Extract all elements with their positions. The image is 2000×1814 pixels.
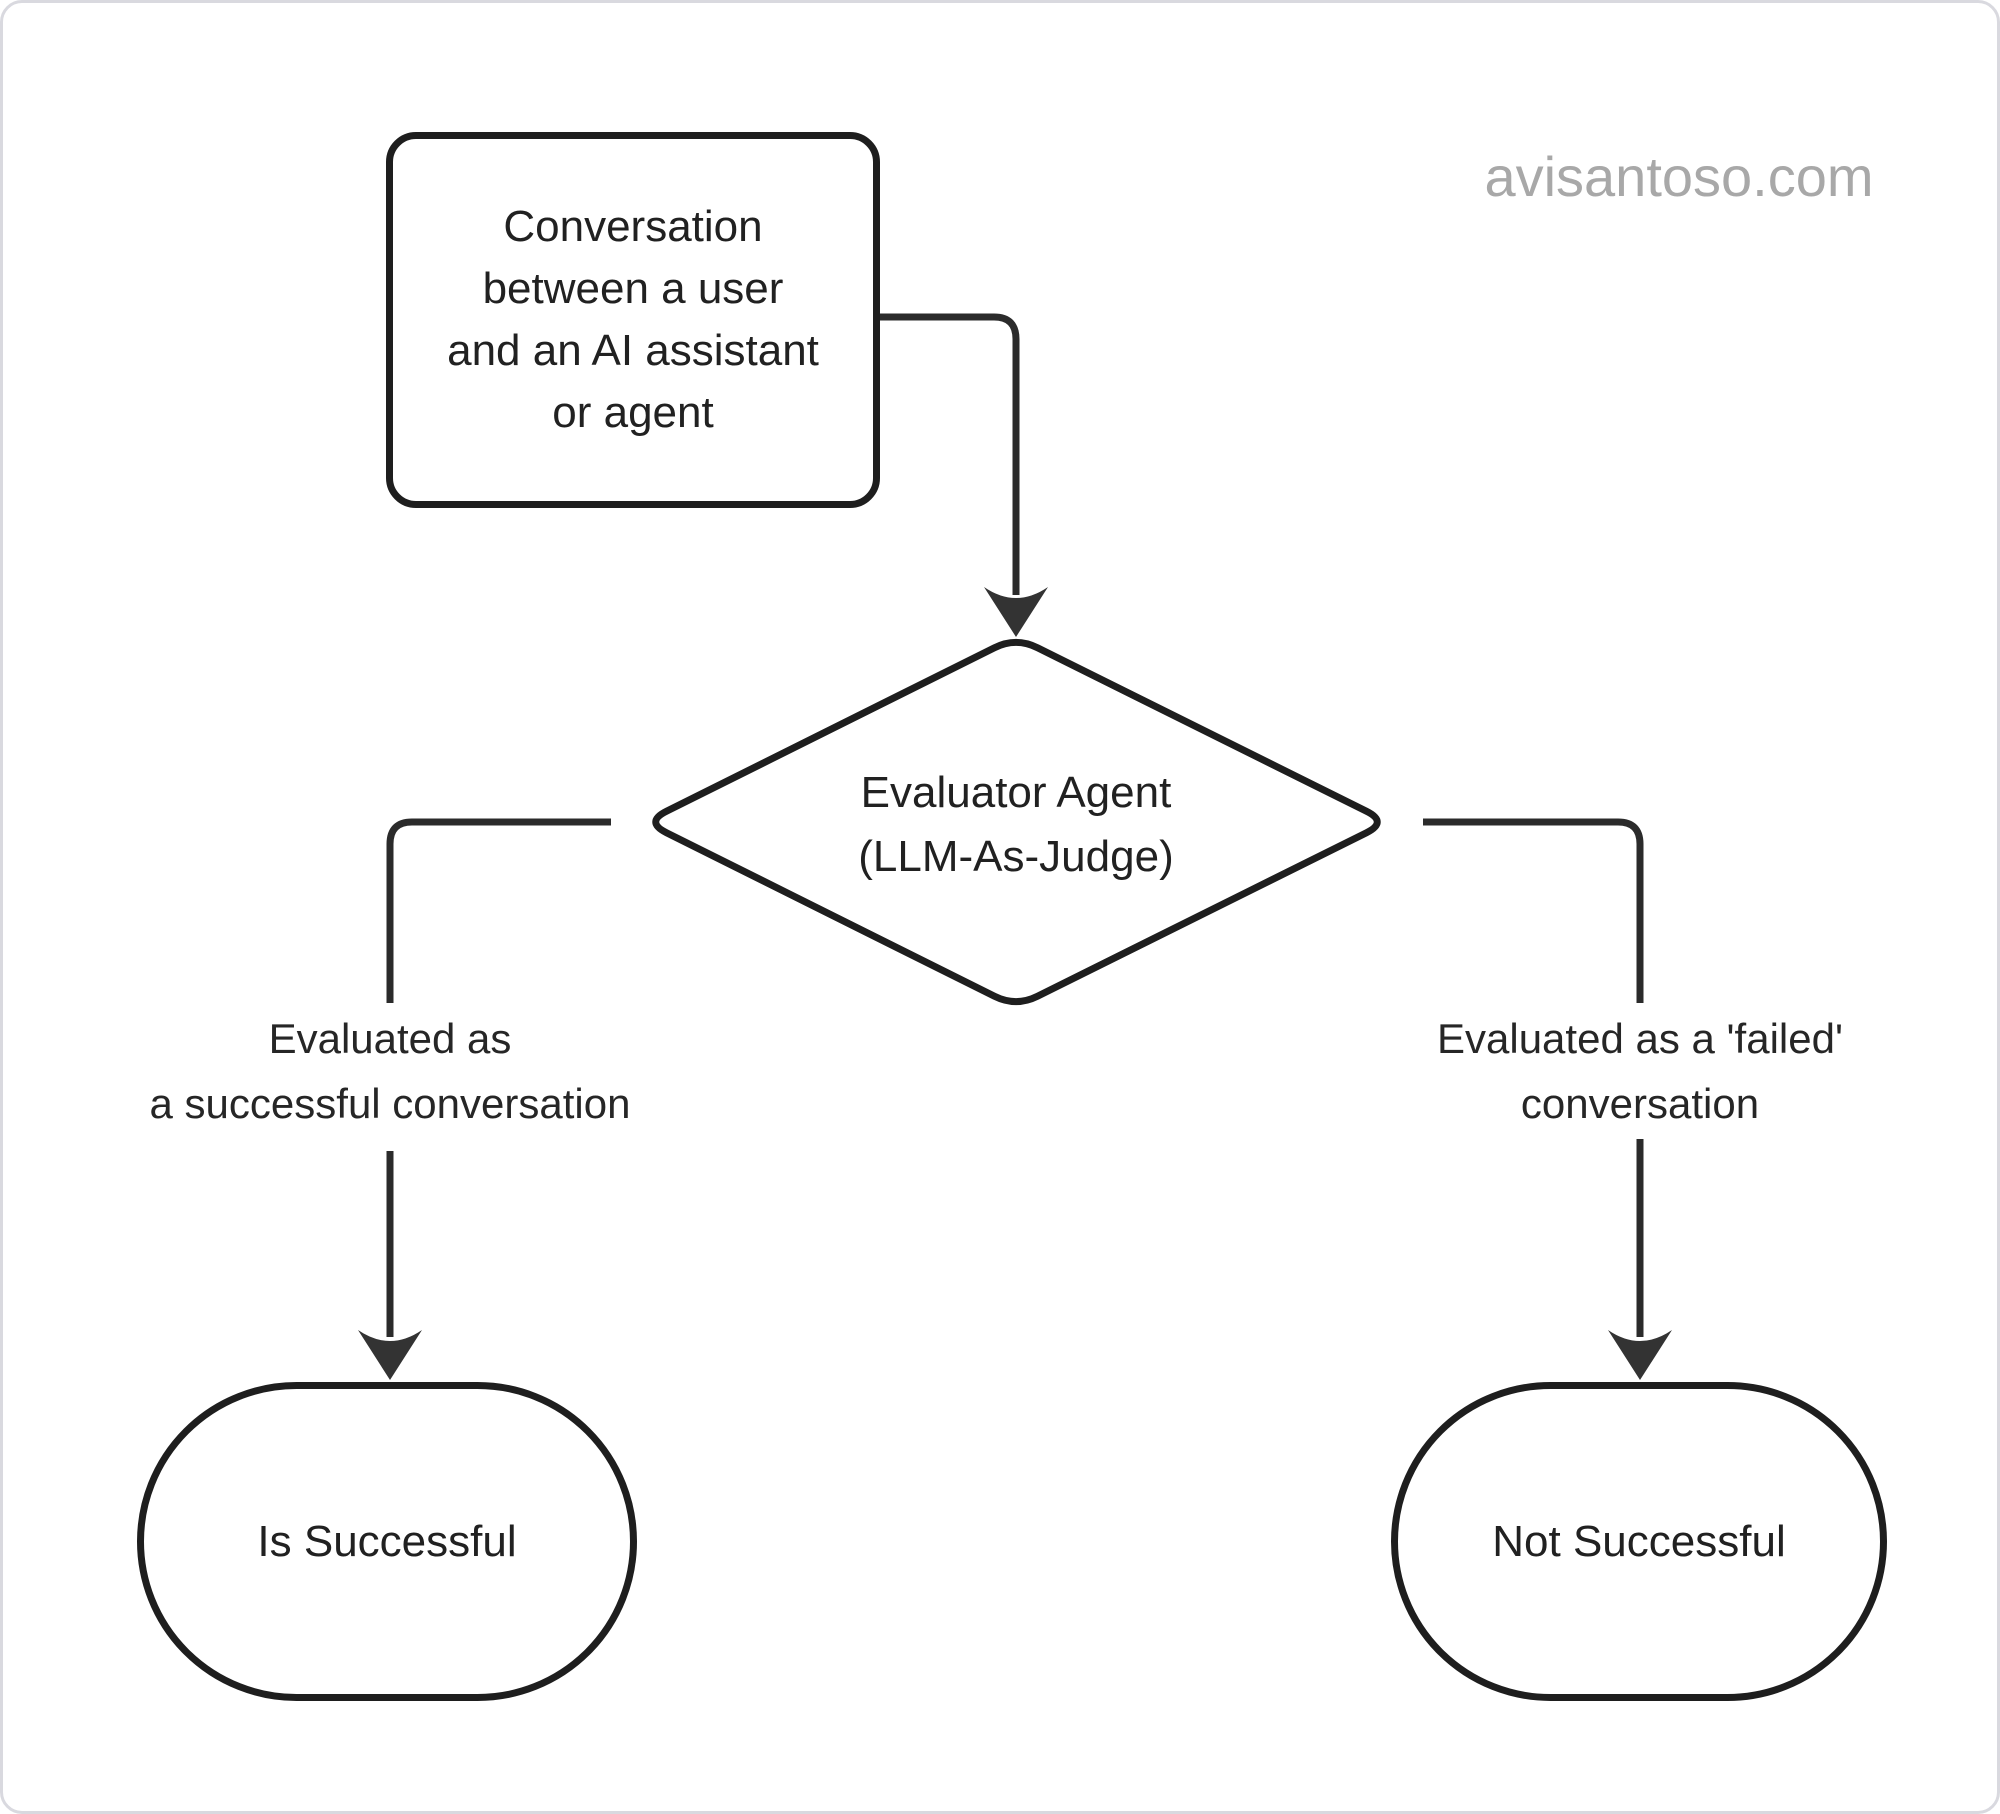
edge-conversation-to-evaluator bbox=[880, 313, 1020, 595]
node-success: Is Successful bbox=[137, 1382, 637, 1701]
edge-label-success: Evaluated as a successful conversation bbox=[149, 1015, 631, 1127]
node-conversation: Conversation between a user and an AI as… bbox=[386, 132, 880, 508]
node-evaluator-label: Evaluator Agent (LLM-As-Judge) bbox=[858, 768, 1174, 881]
node-failure: Not Successful bbox=[1391, 1382, 1887, 1701]
edge-evaluator-to-failure bbox=[1423, 818, 1644, 1337]
arrowhead-into-success bbox=[358, 1330, 422, 1380]
arrowhead-into-evaluator bbox=[984, 587, 1048, 637]
flowchart-wires bbox=[358, 313, 1672, 1380]
edge-evaluator-to-success bbox=[386, 818, 611, 1337]
arrowhead-into-failure bbox=[1608, 1330, 1672, 1380]
evaluator-diamond-shape bbox=[652, 638, 1381, 1006]
watermark: avisantoso.com bbox=[1484, 145, 1874, 208]
edge-label-failure: Evaluated as a 'failed' conversation bbox=[1437, 1015, 1843, 1127]
